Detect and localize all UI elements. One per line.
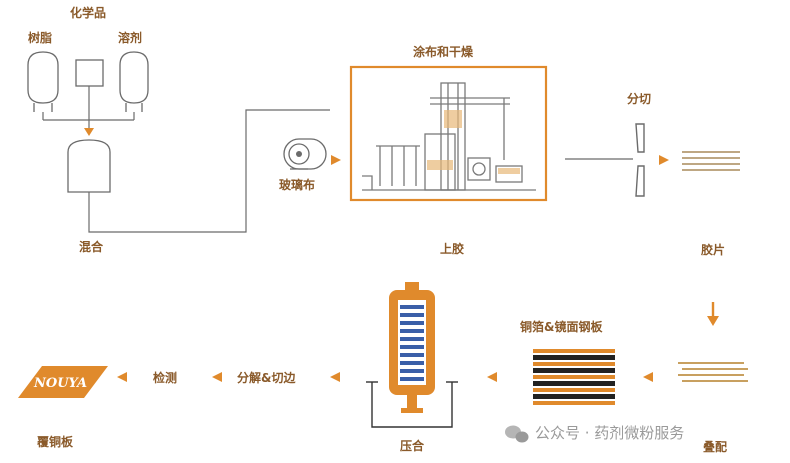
coating-machine-icon — [362, 82, 536, 191]
press-machine-icon — [366, 282, 458, 428]
glass-cloth-roll-icon — [283, 138, 327, 170]
arrow-left-icon — [643, 372, 653, 382]
label-pressing: 压合 — [400, 438, 425, 453]
arrow-left-icon-3 — [330, 372, 340, 382]
label-solvent: 溶剂 — [118, 30, 142, 45]
arrow-down-icon — [84, 128, 94, 136]
label-disassembly-trimming: 分解&切边 — [237, 370, 296, 385]
copper-steel-stack-icon — [533, 349, 615, 405]
solvent-tank-icon — [119, 51, 149, 112]
label-ccl: 覆铜板 — [36, 434, 74, 449]
arrow-left-icon-5 — [117, 372, 127, 382]
label-gluing: 上胶 — [440, 241, 464, 256]
label-copper-steel: 铜箔&镜面钢板 — [520, 319, 603, 334]
arrow-right-icon — [331, 155, 341, 165]
prepreg-sheets-icon — [682, 151, 740, 171]
arrow-left-icon-4 — [212, 372, 222, 382]
stacked-prepreg-icon — [678, 362, 748, 382]
label-inspection: 检测 — [153, 370, 177, 385]
logo-text: NOUYA — [33, 376, 87, 391]
mixing-tank-icon — [67, 139, 111, 193]
mixer-to-coater-line — [88, 109, 330, 233]
ccl-product-logo: NOUYA — [18, 366, 108, 398]
arrow-left-icon-2 — [487, 372, 497, 382]
label-resin: 树脂 — [28, 30, 52, 45]
slitter-blade-icon — [635, 123, 645, 197]
label-stacking: 叠配 — [703, 439, 727, 454]
arrow-down-icon-2 — [707, 316, 719, 326]
watermark-text: 公众号 · 药剂微粉服务 — [535, 424, 684, 442]
wechat-watermark: 公众号 · 药剂微粉服务 — [505, 424, 684, 443]
label-slitting: 分切 — [627, 91, 651, 106]
arrow-right-icon-2 — [659, 155, 669, 165]
resin-tank-icon — [27, 51, 59, 112]
coating-machine-accents — [427, 110, 520, 174]
label-chemicals: 化学品 — [70, 5, 106, 20]
label-glass-cloth: 玻璃布 — [279, 177, 315, 192]
label-prepreg-sheet: 胶片 — [701, 242, 725, 257]
chemical-box-icon — [75, 59, 104, 87]
label-mixing: 混合 — [79, 239, 104, 254]
label-coating-drying: 涂布和干燥 — [413, 44, 474, 59]
